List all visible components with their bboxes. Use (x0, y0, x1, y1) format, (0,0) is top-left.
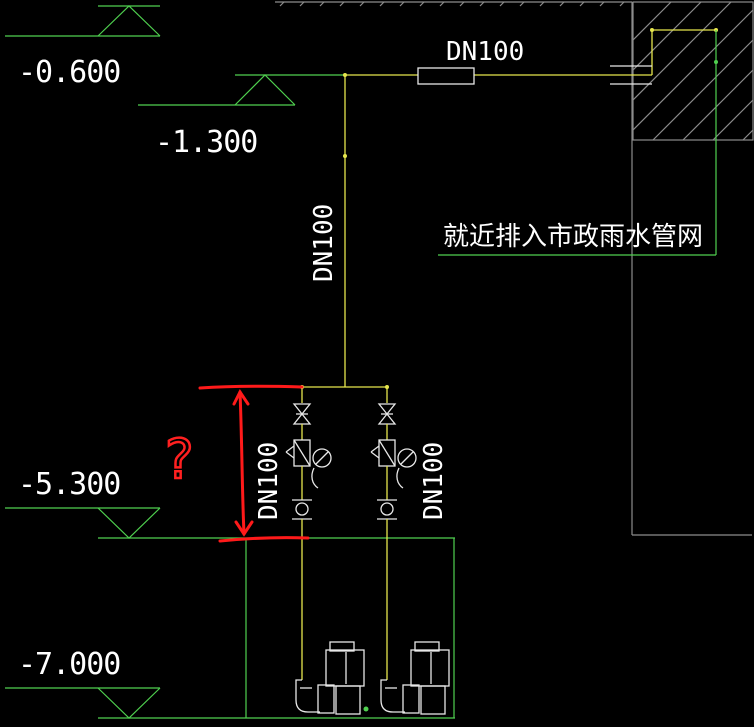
pipe-label-right: DN100 (419, 442, 449, 520)
wall-hatching (279, 1, 754, 141)
red-annotation: ? (164, 384, 310, 543)
gate-valve-icon (377, 403, 397, 425)
pump-branch-right: DN100 (370, 385, 450, 715)
sump-pit (245, 538, 455, 718)
pressure-gauge-icon (396, 448, 417, 489)
pipe-label-left: DN100 (254, 442, 284, 520)
level-label-1: -0.600 (18, 55, 120, 90)
level-marker-1: -0.600 (5, 5, 161, 90)
building-wall (275, 1, 754, 536)
wall-sleeve (610, 65, 652, 85)
union-joint-icon (377, 499, 397, 520)
level-label-3: -5.300 (18, 467, 120, 502)
check-valve-icon (370, 439, 396, 467)
outlet-line (438, 30, 718, 256)
check-valve-icon (285, 439, 311, 467)
question-mark: ? (165, 428, 194, 491)
discharge-note: 就近排入市政雨水管网 (443, 222, 703, 252)
pipe-label-top: DN100 (446, 37, 524, 67)
level-label-4: -7.000 (18, 647, 120, 682)
submersible-pump-left (295, 641, 365, 715)
level-marker-2: -1.300 (138, 74, 345, 160)
level-label-2: -1.300 (155, 125, 257, 160)
gate-valve-icon (292, 403, 312, 425)
level-marker-4: -7.000 (5, 647, 455, 719)
pressure-gauge-icon (311, 448, 332, 489)
submersible-pump-right (380, 641, 450, 715)
pipe-label-main: DN100 (309, 204, 339, 282)
pump-branch-left: DN100 (254, 385, 365, 715)
pit-bottom-point (363, 706, 369, 712)
level-marker-3: -5.300 (5, 467, 455, 539)
union-joint-icon (292, 499, 312, 520)
discharge-pipe (302, 28, 718, 388)
flexible-joint (417, 67, 475, 85)
